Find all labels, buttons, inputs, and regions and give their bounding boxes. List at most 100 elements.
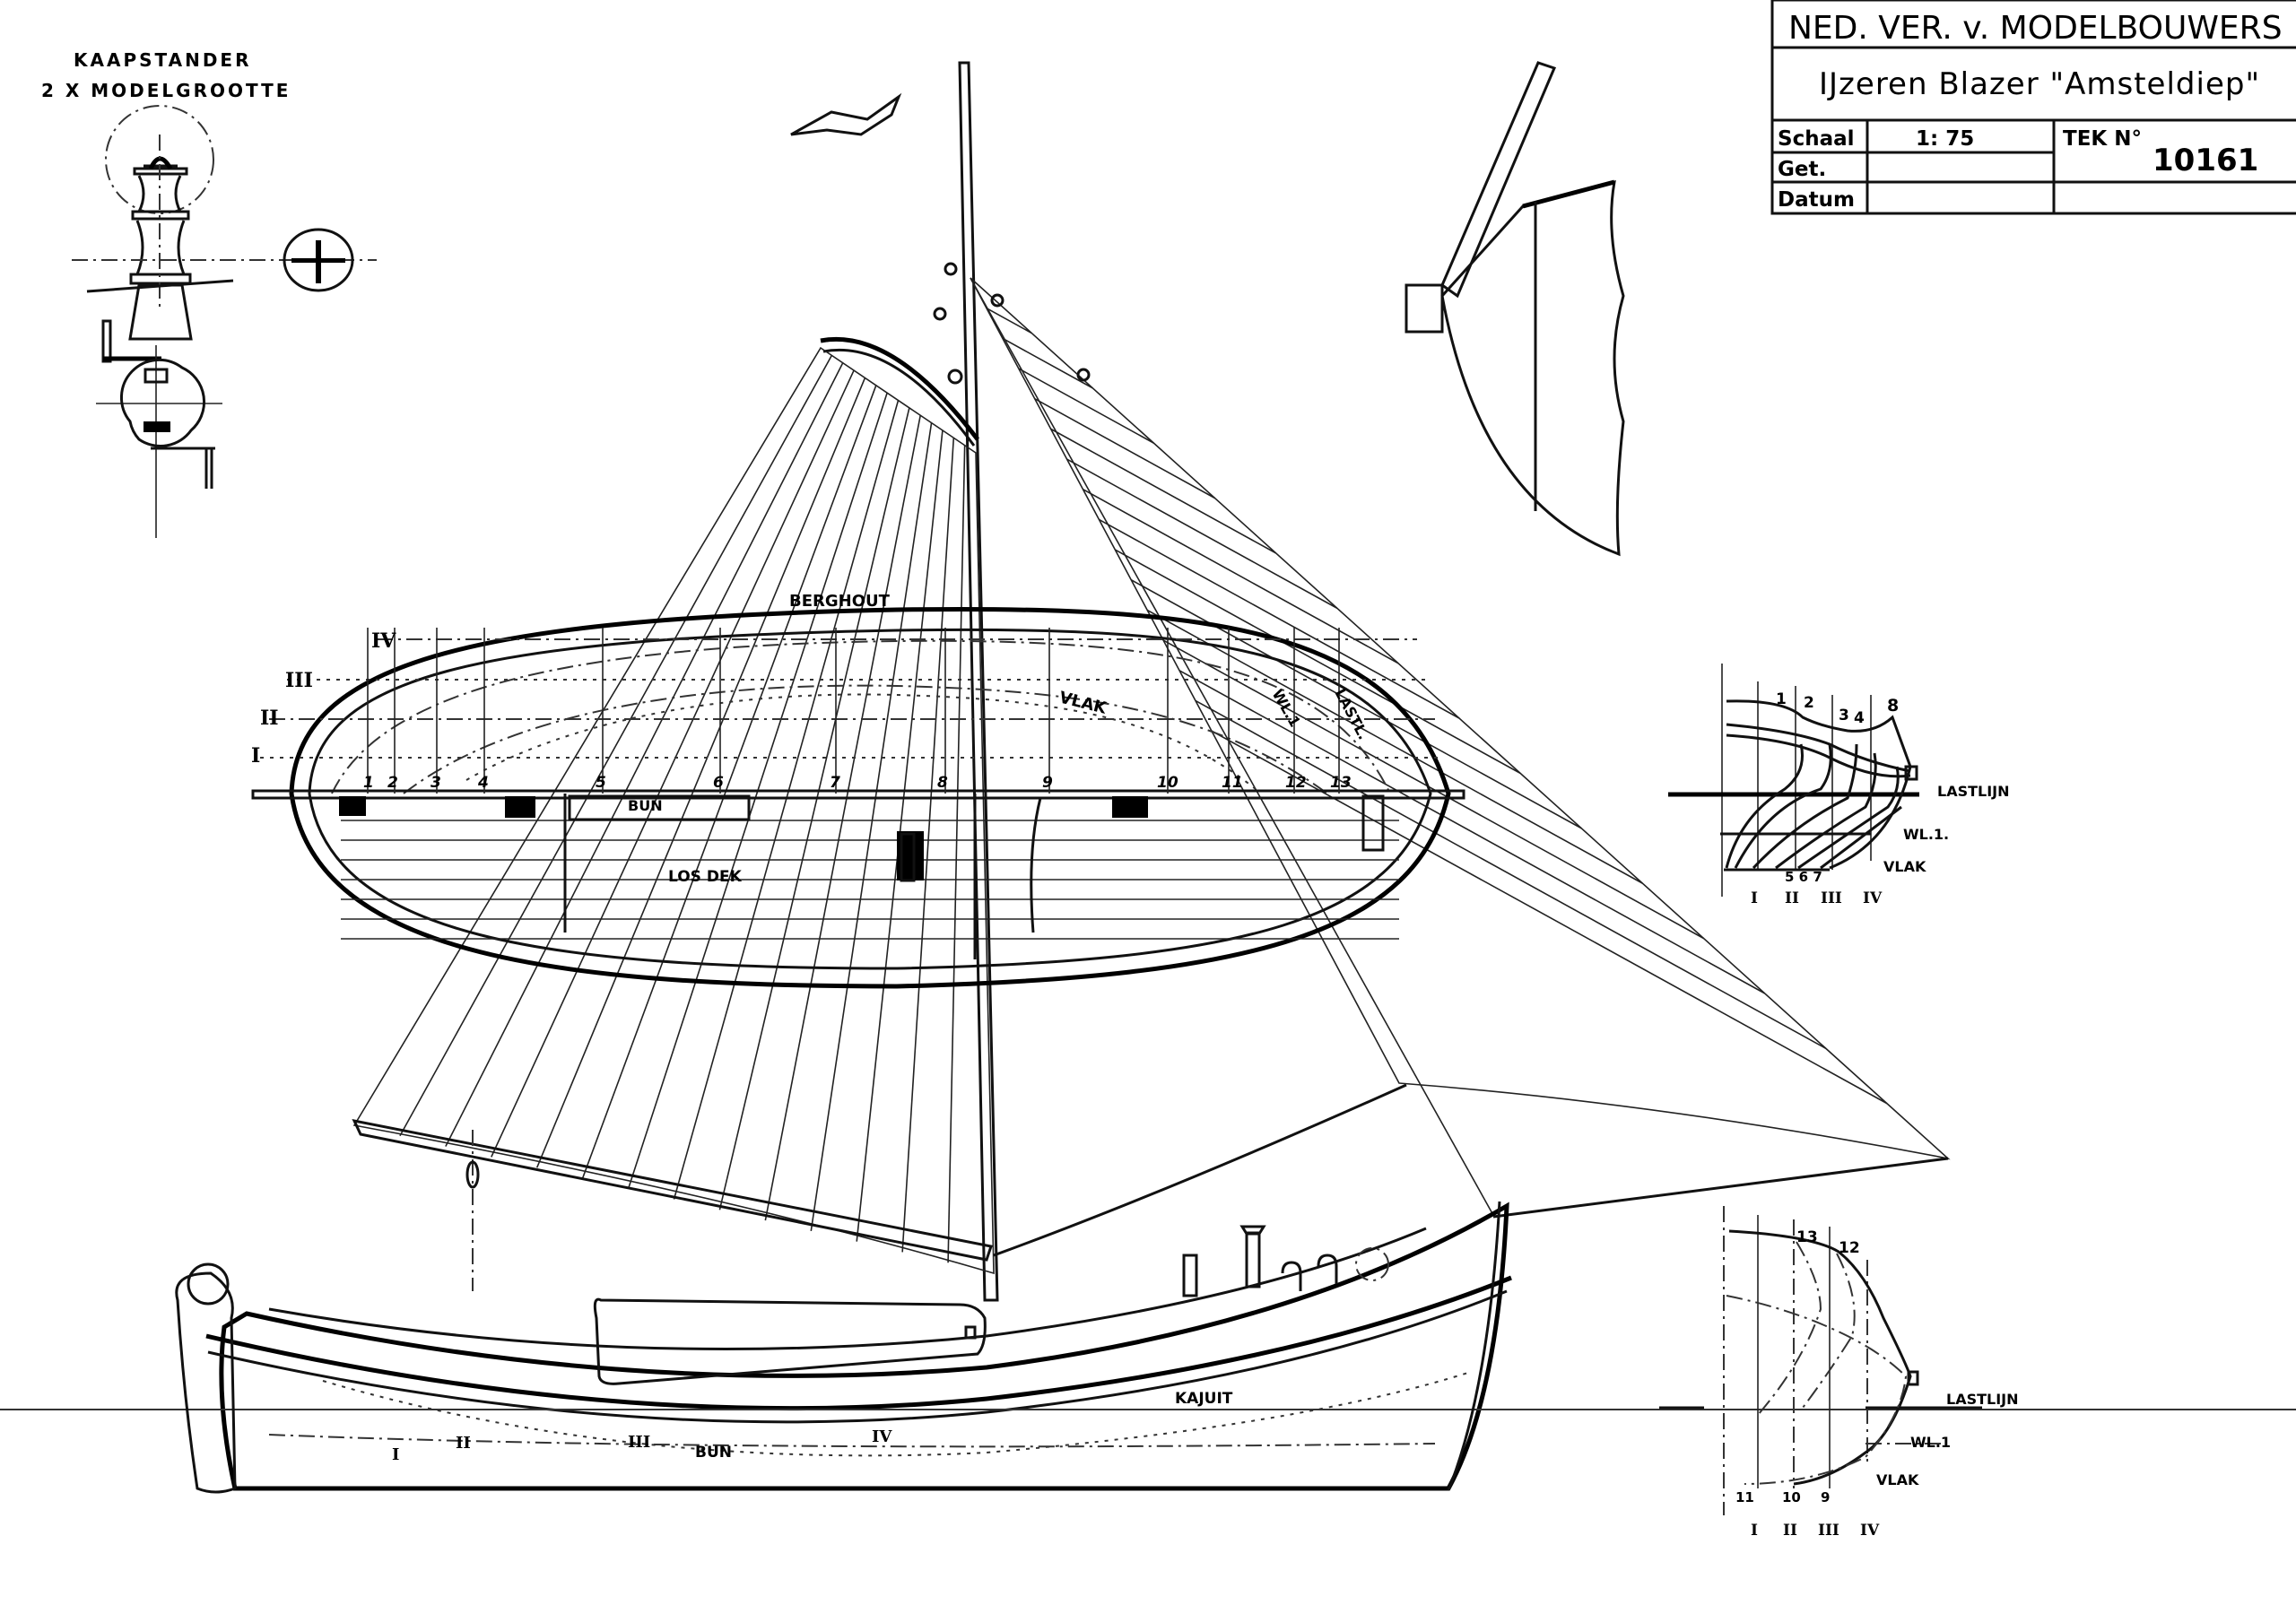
label-kajuit: KAJUIT [1175, 1390, 1233, 1408]
station-label: 11 [1735, 1489, 1754, 1505]
sail-seam-line [1114, 549, 1521, 775]
keel-block [1405, 283, 1444, 334]
sail-seam-line [810, 422, 933, 1231]
foresail-sheet [1492, 1157, 1949, 1219]
label-berghout: BERGHOUT [789, 592, 891, 611]
station-curves-fore [1726, 1295, 1908, 1485]
buttock-label: IV [1860, 1522, 1880, 1540]
station-label: 5 [596, 774, 606, 792]
sail-seams [399, 307, 1888, 1263]
station-label: 3 [1839, 707, 1849, 724]
title-block: NED. VER. v. MODELBOUWERS IJzeren Blazer… [1770, 0, 2296, 215]
boom [352, 1118, 993, 1262]
stove-pipe [1239, 1225, 1266, 1288]
centerline-beam [251, 789, 1465, 800]
title-block-frame [1770, 0, 2296, 215]
capstan-subtitle: 2 X MODELGROOTTE [41, 80, 291, 101]
waterline-wl1 [331, 639, 1391, 794]
buttock-label-iii-profile: III [628, 1433, 650, 1452]
scale-value: 1: 75 [1916, 127, 1974, 151]
chimney [1182, 1254, 1198, 1297]
label-lastlijn: LASTLIJN [1937, 783, 2010, 800]
sail-seam-line [986, 307, 1032, 334]
label-vlak: VLAK [1057, 688, 1109, 718]
drawing-number: 10161 [2152, 143, 2258, 178]
station-label: 4 [477, 774, 489, 792]
buttock-label-ii-profile: II [456, 1434, 471, 1453]
station-label: 12 [1839, 1239, 1860, 1257]
hatch-cabin [505, 796, 535, 818]
capstan-plan [1361, 794, 1385, 852]
mainsail-foot-curve [993, 1083, 1407, 1257]
hatch-aft [339, 796, 366, 816]
capstan-elevation [128, 164, 193, 341]
station-label: 10 [1782, 1489, 1801, 1505]
stem-post [1440, 61, 1557, 299]
capstan-bar-head [283, 228, 354, 292]
station-label: 10 [1157, 774, 1178, 792]
station-label: 1 [363, 774, 374, 792]
hull-outline-plan [289, 606, 1451, 989]
hatch-fore [1112, 796, 1148, 818]
sail-seam-line [1178, 670, 1766, 994]
rigging-block [990, 293, 1004, 308]
windlass [1355, 1247, 1389, 1281]
flat-bottom-line [465, 693, 1257, 790]
date-label: Datum [1778, 188, 1855, 212]
buttock-label: I [1751, 1522, 1758, 1540]
buttock-label-ii: II [260, 707, 279, 730]
label-los-dek: LOS DEK [668, 868, 743, 886]
gaff [820, 336, 979, 441]
leeboard-pivot [964, 1325, 977, 1340]
buttock-label: II [1785, 889, 1799, 907]
station-label: 2 [387, 774, 398, 792]
drawing-number-label: TEK N° [2063, 127, 2142, 151]
sheer-curve-fore [1728, 1229, 1912, 1486]
sheer-line [268, 1227, 1427, 1351]
sail-seam-line [901, 438, 955, 1253]
station-label: 8 [1887, 696, 1899, 716]
rigging-block [1076, 368, 1091, 382]
buttock-label-iii: III [285, 669, 313, 692]
rudder [175, 1271, 237, 1494]
keel-section-detail [1405, 61, 1625, 557]
rigging-block [944, 262, 958, 276]
capstan-deck-line [86, 279, 234, 293]
waterline-lastlijn [403, 684, 1328, 794]
cowl-vents [1281, 1254, 1338, 1291]
sail-seam-line [581, 385, 877, 1179]
rigging-block [933, 307, 947, 321]
sail-seam-line [399, 354, 833, 1137]
hold-hatch-ladder [900, 832, 916, 882]
gunwale-cap [1904, 765, 1918, 781]
station-label: 9 [1042, 774, 1053, 792]
station-label: 8 [937, 774, 948, 792]
foresail [970, 277, 1951, 1160]
sail-seam-line [445, 362, 844, 1147]
stem [1447, 1201, 1501, 1491]
station-label: 7 [830, 774, 840, 792]
mast [958, 61, 999, 1302]
station-label: 6 [713, 774, 724, 792]
station-label: 1 [1776, 690, 1787, 708]
station-label: 11 [1222, 774, 1243, 792]
station-lines [367, 628, 1340, 794]
crank-plan-view [96, 319, 222, 538]
buttock-label: I [1751, 889, 1758, 907]
buttock-label: IV [1863, 889, 1883, 907]
leeboard [593, 1297, 987, 1385]
label-wl1: WL.1 [1910, 1434, 1951, 1451]
drawn-by-label: Get. [1778, 158, 1826, 181]
sail-seam-line [1034, 397, 1215, 499]
capstan-title: KAAPSTANDER [74, 49, 252, 71]
buttock-label: III [1818, 1522, 1839, 1540]
rigging [352, 61, 1951, 1302]
buttock-label-i: I [251, 744, 260, 768]
station-curves-fore-inner [1757, 1241, 1856, 1416]
sail-seam-line [1050, 428, 1277, 554]
sail-seam-line [1195, 699, 1827, 1049]
gaff-lower-edge [822, 348, 976, 447]
sail-seam-line [1018, 368, 1154, 444]
sail-seam-line [1099, 518, 1460, 719]
